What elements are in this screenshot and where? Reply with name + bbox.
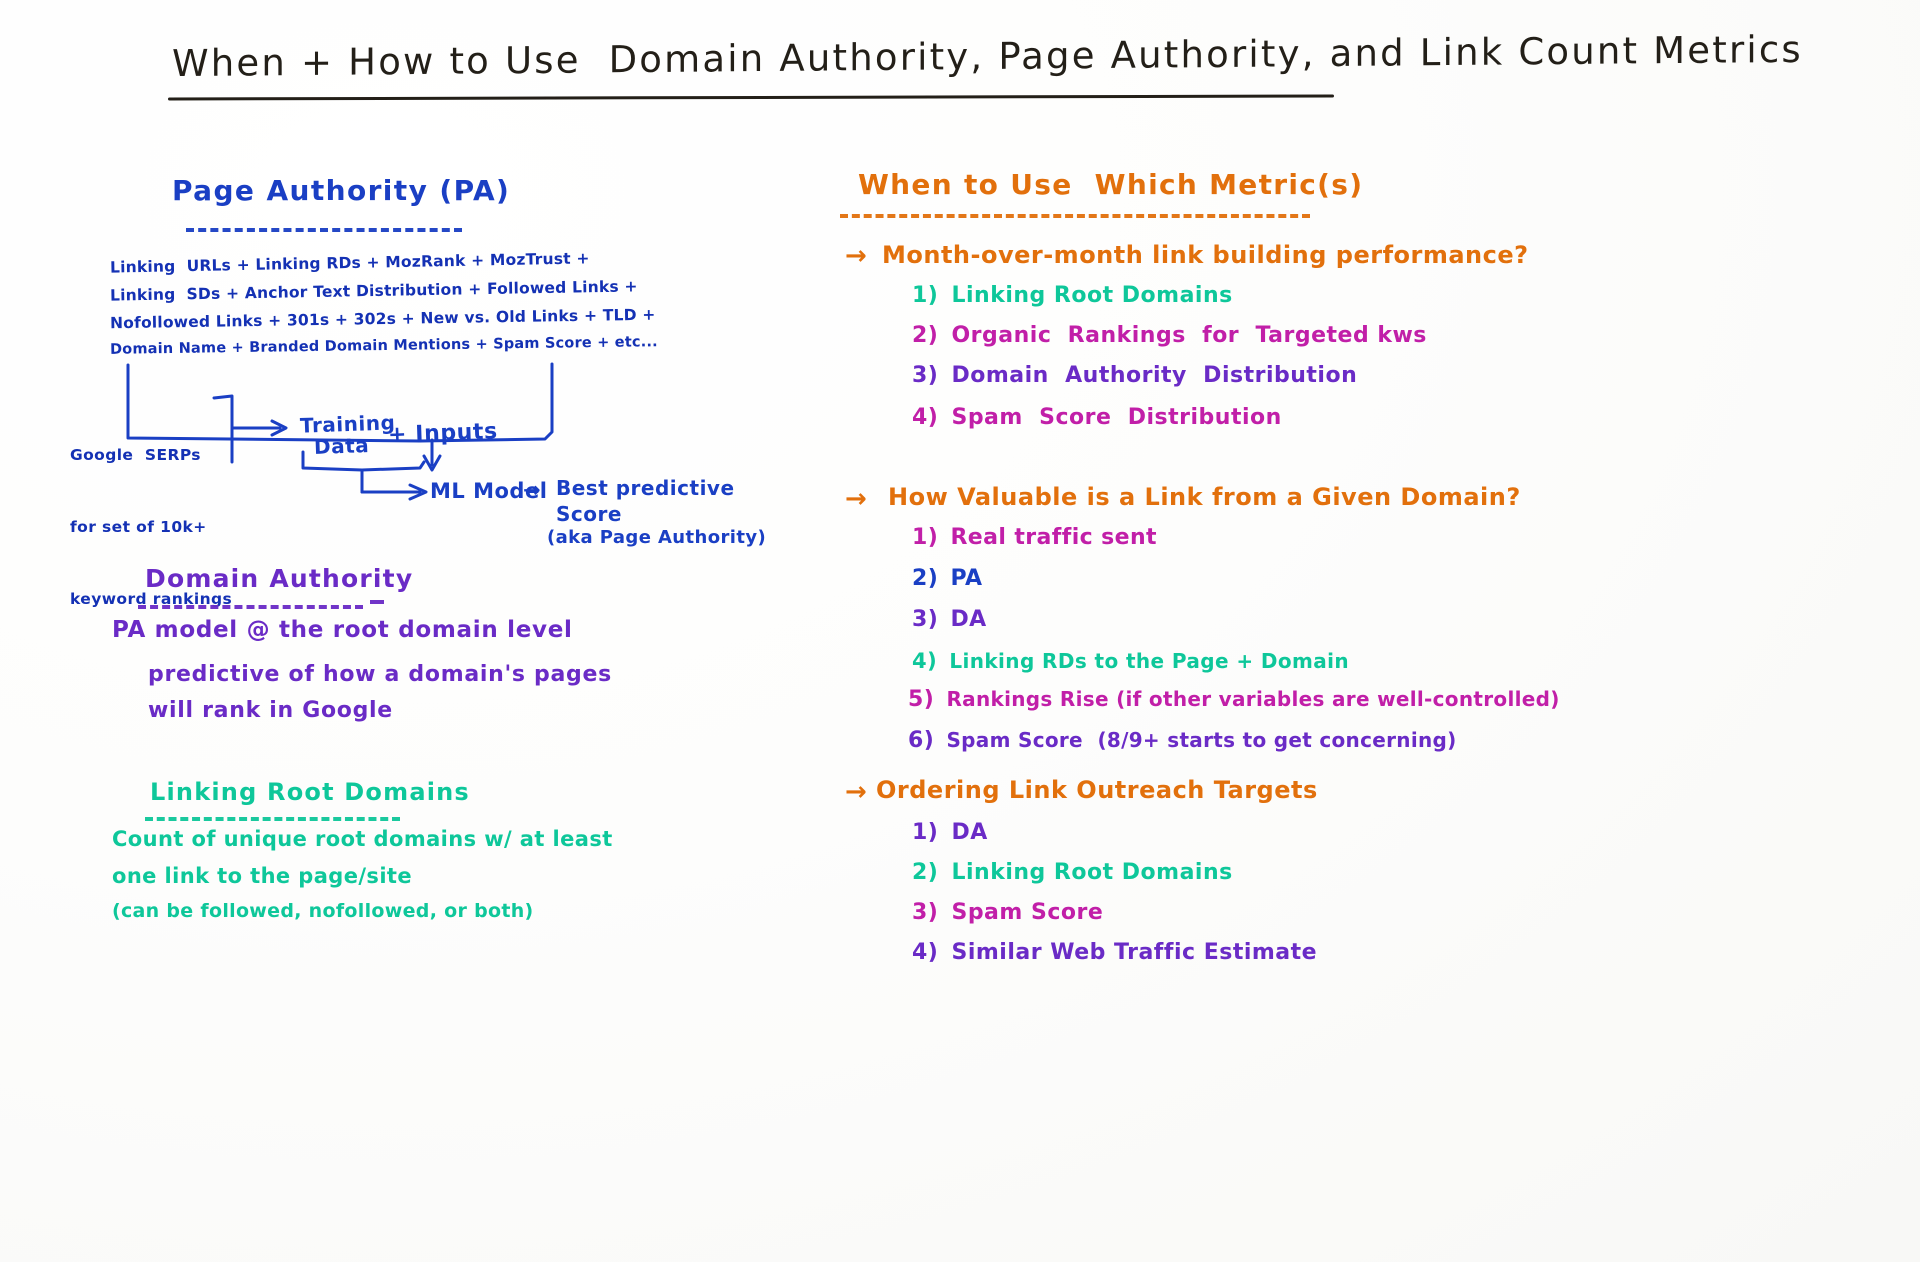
list-item: 1) Linking Root Domains [912, 284, 1233, 307]
list-item: 1) DA [912, 821, 988, 844]
group-3-item-3-number: 3) [912, 900, 939, 925]
group-1-item-3-text: Domain Authority Distribution [951, 363, 1358, 388]
group-3-item-4-text: Similar Web Traffic Estimate [951, 940, 1318, 965]
google-serps-box: Google SERPs for set of 10k+ keyword ran… [70, 395, 232, 659]
group-3-item-3-text: Spam Score [951, 900, 1104, 925]
group-3-question: Ordering Link Outreach Targets [876, 776, 1318, 804]
title-underline [167, 94, 1335, 101]
group-2-item-4-number: 4) [912, 649, 938, 673]
ml-model-label: ML Model [430, 479, 548, 503]
list-item: 2) Linking Root Domains [912, 861, 1233, 884]
domain-authority-line-3: will rank in Google [148, 698, 393, 723]
domain-authority-line-1: PA model @ the root domain level [112, 617, 573, 643]
group-1-item-4-number: 4) [912, 405, 939, 430]
group-3-item-1-number: 1) [912, 820, 939, 845]
right-column-heading: When to Use Which Metric(s) [858, 168, 1364, 201]
lrd-line-3: (can be followed, nofollowed, or both) [112, 900, 534, 922]
pa-formula-line-4: Domain Name + Branded Domain Mentions + … [109, 334, 658, 358]
list-item: 4) Spam Score Distribution [912, 406, 1282, 429]
lrd-line-2: one link to the page/site [112, 864, 413, 888]
right-column-dash-rule [840, 214, 1310, 218]
group-3-item-2-number: 2) [912, 860, 939, 885]
list-item: 3) Spam Score [912, 901, 1103, 924]
list-item: 2) Organic Rankings for Targeted kws [912, 324, 1427, 347]
domain-authority-dash-rule [138, 605, 363, 609]
group-2-item-4-text: Linking RDs to the Page + Domain [949, 649, 1350, 673]
domain-authority-dash-rule-end [370, 600, 384, 604]
group-2-item-1-text: Real traffic sent [950, 525, 1157, 550]
pa-result-line-1: Best predictive [556, 476, 735, 500]
group-1-arrow-icon: → [845, 241, 868, 271]
group-2-item-3-number: 3) [912, 607, 939, 632]
pa-formula-line-2: Linking SDs + Anchor Text Distribution +… [109, 277, 638, 305]
linking-root-domains-heading: Linking Root Domains [150, 778, 470, 806]
google-serps-line-1: Google SERPs [70, 446, 201, 465]
list-item: 4) Linking RDs to the Page + Domain [912, 650, 1349, 672]
list-item: 2) PA [912, 567, 982, 590]
group-2-question: How Valuable is a Link from a Given Doma… [888, 483, 1521, 511]
domain-authority-heading: Domain Authority [145, 564, 414, 593]
group-3-arrow-icon: → [845, 777, 868, 807]
group-3-item-4-number: 4) [912, 940, 939, 965]
domain-authority-line-2: predictive of how a domain's pages [148, 662, 612, 687]
group-2-item-5-number: 5) [908, 687, 935, 712]
group-1-item-2-text: Organic Rankings for Targeted kws [951, 323, 1427, 348]
group-3-item-2-text: Linking Root Domains [951, 860, 1233, 885]
group-2-item-2-number: 2) [912, 566, 939, 591]
group-2-item-1-number: 1) [912, 525, 939, 550]
group-2-item-3-text: DA [950, 607, 987, 632]
list-item: 4) Similar Web Traffic Estimate [912, 941, 1317, 964]
ml-model-arrow-icon: → [523, 478, 542, 502]
plus-inputs-label: + Inputs [387, 419, 499, 448]
group-2-item-6-number: 6) [908, 728, 935, 753]
list-item: 1) Real traffic sent [912, 526, 1157, 549]
page-title: When + How to Use Domain Authority, Page… [172, 27, 1803, 86]
group-1-item-4-text: Spam Score Distribution [951, 405, 1282, 430]
pa-result-line-2: Score [556, 502, 622, 526]
group-1-item-3-number: 3) [912, 363, 939, 388]
linking-root-domains-dash-rule [145, 817, 400, 821]
pa-result-line-3: (aka Page Authority) [547, 527, 767, 548]
training-data-label-2: Data [313, 433, 370, 459]
pa-formula-line-3: Nofollowed Links + 301s + 302s + New vs.… [109, 305, 656, 333]
group-1-item-1-number: 1) [912, 283, 939, 308]
page-authority-dash-rule [186, 228, 462, 232]
list-item: 5) Rankings Rise (if other variables are… [908, 688, 1560, 711]
group-2-arrow-icon: → [845, 484, 868, 514]
group-2-item-5-text: Rankings Rise (if other variables are we… [946, 687, 1560, 711]
list-item: 6) Spam Score (8/9+ starts to get concer… [908, 729, 1457, 752]
group-1-question: Month-over-month link building performan… [882, 241, 1529, 269]
page-authority-heading: Page Authority (PA) [172, 174, 511, 207]
list-item: 3) DA [912, 608, 987, 631]
group-2-item-6-text: Spam Score (8/9+ starts to get concernin… [946, 728, 1457, 752]
list-item: 3) Domain Authority Distribution [912, 364, 1357, 387]
pa-formula-line-1: Linking URLs + Linking RDs + MozRank + M… [109, 249, 590, 277]
group-3-item-1-text: DA [951, 820, 988, 845]
group-2-item-2-text: PA [950, 566, 983, 591]
google-serps-line-3: keyword rankings [70, 590, 233, 609]
google-serps-line-2: for set of 10k+ [70, 518, 207, 537]
lrd-line-1: Count of unique root domains w/ at least [112, 827, 613, 851]
group-1-item-2-number: 2) [912, 323, 939, 348]
group-1-item-1-text: Linking Root Domains [951, 283, 1233, 308]
